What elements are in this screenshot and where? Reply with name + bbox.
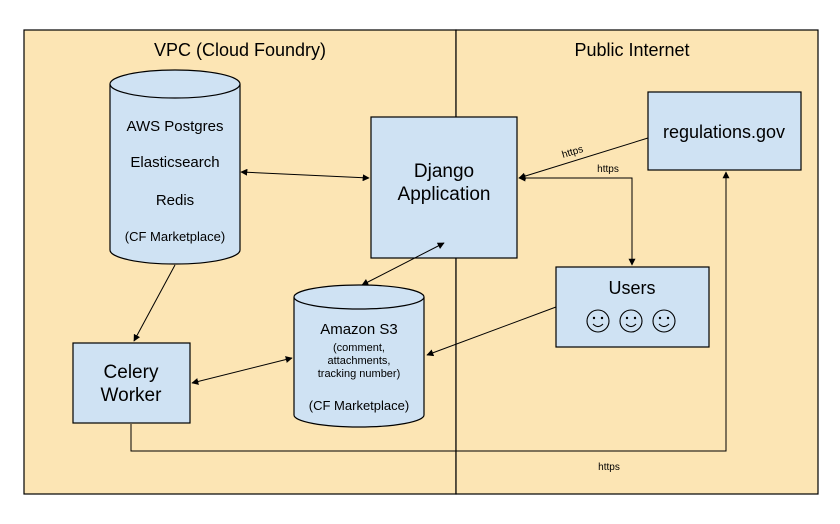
smiley-face-icon [586,309,610,333]
s3-marketplace: (CF Marketplace) [309,398,409,413]
edge-celery-to-regs-label: https [598,462,620,473]
edge-django-s3 [361,242,445,286]
django-label-line2: Application [398,184,491,205]
celery-label-line1: Celery [104,362,159,383]
datastore-marketplace: (CF Marketplace) [125,229,225,244]
s3-detail-line1: (comment, [333,342,385,354]
edge-celery-to-regs [130,171,730,452]
s3-title: Amazon S3 [320,321,398,338]
regulations-gov-label: regulations.gov [663,122,785,142]
edge-django-users [518,174,636,266]
smiley-face-icon [619,309,643,333]
django-application-node: Django Application [370,116,518,259]
edge-django-users-label: https [597,164,619,175]
datastore-elasticsearch: Elasticsearch [130,154,219,171]
s3-detail-line3: tracking number) [318,368,401,380]
datastore-postgres: AWS Postgres [127,118,224,135]
users-label: Users [608,278,655,298]
vpc-zone-title: VPC (Cloud Foundry) [154,40,326,60]
smiley-face-icon [652,309,676,333]
amazon-s3-cylinder: Amazon S3 (comment, attachments, trackin… [293,284,425,428]
celery-label-line2: Worker [101,385,163,406]
s3-detail-line2: attachments, [328,355,391,367]
users-node: Users [555,266,710,348]
edge-datastore-django [240,168,370,182]
edge-datastore-celery [133,264,176,342]
celery-worker-node: Celery Worker [72,342,191,424]
regulations-gov-node: regulations.gov [647,91,802,171]
datastore-cylinder: AWS Postgres Elasticsearch Redis (CF Mar… [109,69,241,265]
edge-users-s3 [426,306,557,357]
edge-celery-s3 [191,356,293,385]
datastore-redis: Redis [156,192,194,209]
edge-regs-to-django [518,137,649,180]
internet-zone-title: Public Internet [574,40,689,60]
django-label-line1: Django [414,161,474,182]
